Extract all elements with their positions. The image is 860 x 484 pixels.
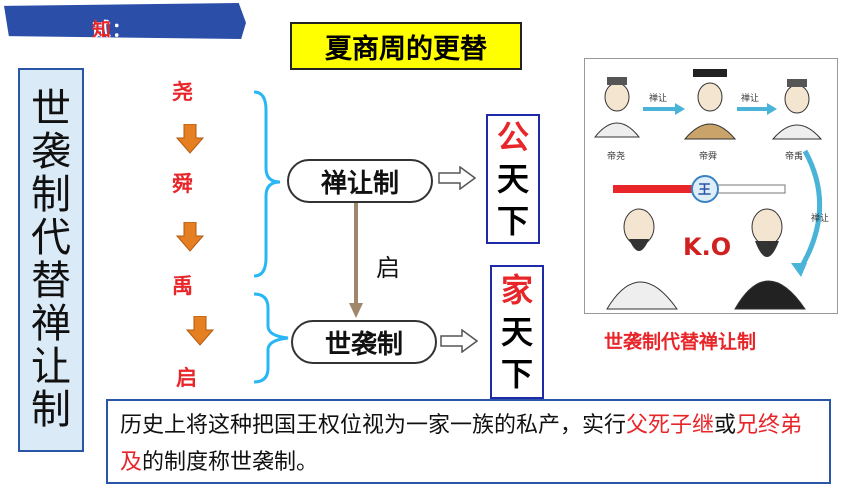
definition-text: 历史上将这种把国王权位视为一家一族的私产，实行 [120, 413, 627, 438]
page-title: 夏商周的更替 [290, 22, 522, 70]
definition-text: 的制度称世袭制。 [142, 450, 319, 475]
illustration-svg: 禅让 禅让 帝尧 帝舜 帝禹 王 禅让 K.O [593, 69, 829, 310]
vertical-title-char: 制 [31, 387, 71, 433]
figure-left [606, 208, 678, 310]
vertical-title-char: 禅 [31, 301, 71, 347]
label-yu: 帝禹 [785, 150, 803, 162]
jiatianxia-char: 下 [500, 355, 533, 393]
illustration-caption: 世袭制代替禅让制 [604, 331, 757, 353]
section-tag: 贰：知识梳理 [4, 3, 246, 39]
emperor-yao-figure [593, 77, 641, 138]
gongtianxia-char: 天 [496, 160, 529, 198]
definition-highlight: 兄终弟及 [120, 413, 803, 475]
brace-icon [253, 90, 281, 278]
section-tag-title: 知识梳理 [92, 19, 113, 122]
definition-highlight: 父死子继 [626, 413, 715, 438]
figure-right [734, 208, 806, 310]
vertical-title-char: 袭 [31, 129, 71, 175]
arrow-text: 禅让 [649, 92, 667, 104]
shanrang-arrow-icon [737, 103, 777, 115]
shixi-system: 世袭制 [291, 320, 437, 364]
down-arrow-icon [176, 124, 204, 154]
ko-text: K.O [683, 233, 731, 261]
vertical-title-char: 世 [31, 86, 71, 132]
arrow-text: 禅让 [741, 92, 759, 104]
transition-arrow-icon [349, 203, 363, 318]
hollow-arrow-icon [438, 166, 476, 190]
power-bar-red [613, 185, 699, 193]
ruler-yu: 禹 [172, 274, 193, 298]
succession-illustration: 禅让 禅让 帝尧 帝舜 帝禹 王 禅让 K.O [584, 58, 838, 314]
shanrang-arrow-icon [643, 103, 685, 115]
jiatianxia-char: 天 [500, 313, 533, 351]
vertical-title-char: 代 [31, 215, 71, 261]
jiatianxia-char: 家 [500, 271, 533, 309]
emperor-shun-figure [683, 69, 737, 140]
jiatianxia-box: 家 天 下 [490, 265, 544, 399]
vertical-title-char: 让 [31, 344, 71, 390]
hollow-arrow-icon [440, 329, 478, 353]
king-token [691, 175, 719, 203]
brace-icon [253, 292, 289, 384]
vertical-title-box: 世 袭 制 代 替 禅 让 制 [18, 68, 84, 452]
ruler-shun: 舜 [172, 172, 193, 196]
arrow-text: 禅让 [811, 212, 829, 224]
definition-box: 历史上将这种把国王权位视为一家一族的私产，实行父死子继或兄终弟及的制度称世袭制。 [106, 399, 831, 484]
gongtianxia-box: 公 天 下 [486, 114, 540, 244]
down-arrow-icon [186, 316, 214, 346]
gongtianxia-char: 公 [496, 118, 529, 156]
king-char: 王 [698, 183, 711, 198]
emperor-yu-figure [771, 79, 823, 140]
vertical-title-char: 替 [31, 258, 71, 304]
ruler-yao: 尧 [172, 80, 193, 104]
section-tag-prefix: 贰： [92, 19, 133, 41]
gongtianxia-char: 下 [496, 202, 529, 240]
vertical-title-char: 制 [31, 172, 71, 218]
qi-label: 启 [376, 254, 400, 282]
down-arrow-icon [176, 222, 204, 252]
curved-arrow-icon [796, 149, 823, 273]
ruler-qi: 启 [176, 366, 197, 390]
label-yao: 帝尧 [607, 150, 625, 162]
label-shun: 帝舜 [699, 150, 717, 162]
shanrang-system: 禅让制 [287, 159, 433, 203]
definition-text: 或 [714, 413, 737, 438]
